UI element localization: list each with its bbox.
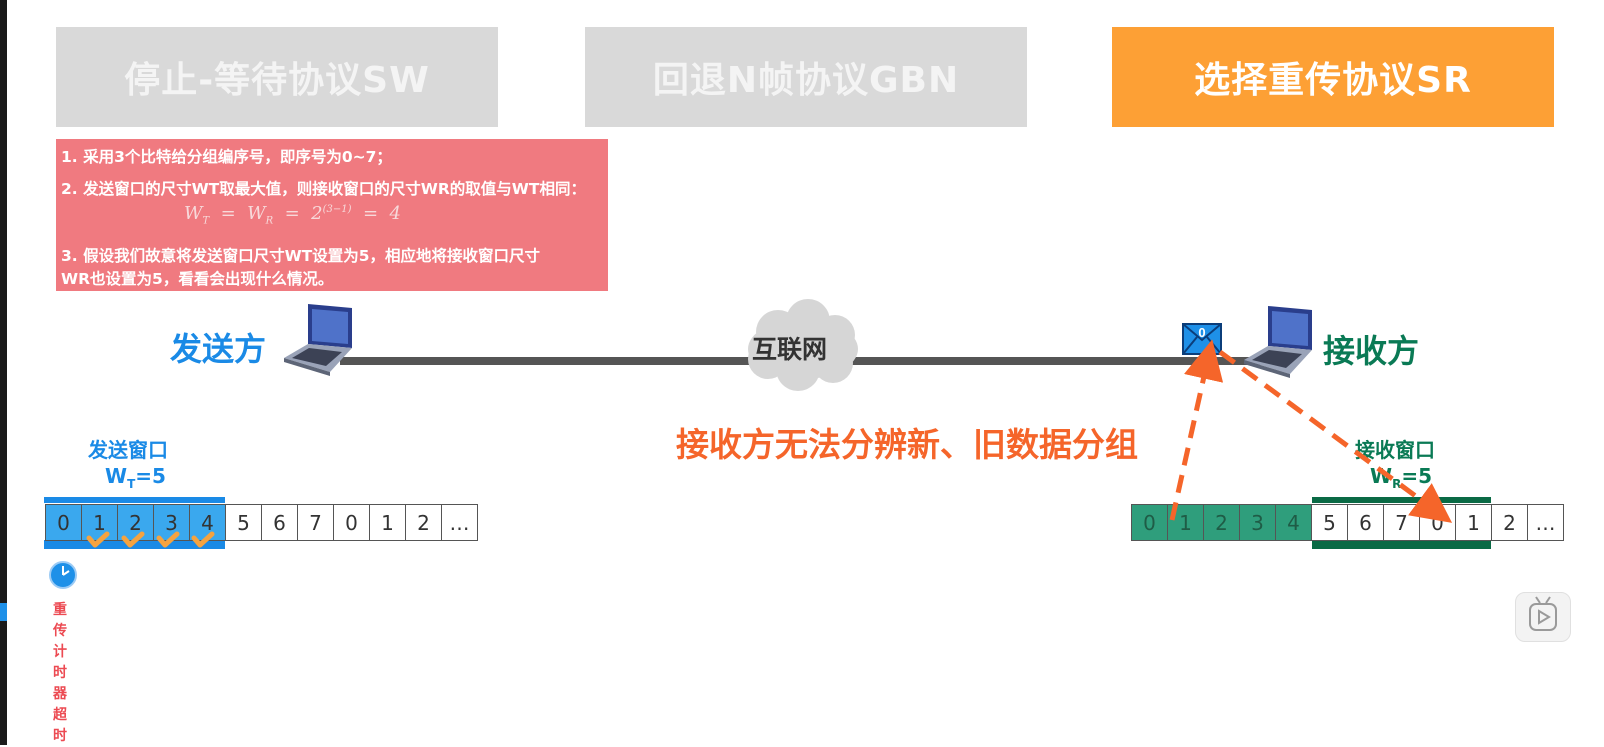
send-window-size: WT=5: [105, 464, 166, 491]
formula-t-sub: T: [202, 215, 210, 227]
data-packet-envelope-icon: 0: [1182, 323, 1222, 355]
notes-box: 1. 采用3个比特给分组编序号，即序号为0~7； 2. 发送窗口的尺寸WT取最大…: [56, 139, 608, 291]
send-window-band-top: [44, 497, 225, 503]
recv-window-title: 接收窗口: [1355, 438, 1435, 462]
recv-window-size: WR=5: [1370, 464, 1432, 491]
formula-wr: W: [247, 203, 266, 224]
formula-r-sub: R: [265, 215, 274, 227]
window-size-formula: WT = WR = 2(3−1) = 4: [184, 203, 401, 227]
packet-seq-label: 0: [1198, 325, 1205, 340]
recv-seq-cell: 1: [1455, 504, 1492, 541]
sender-label: 发送方: [170, 330, 267, 368]
send-seq-cell: 3: [153, 504, 190, 541]
recv-seq-cell: 2: [1203, 504, 1240, 541]
recv-seq-cell: 6: [1347, 504, 1384, 541]
left-edge-strip: [0, 0, 7, 745]
side-tab-marker: [0, 603, 7, 621]
recv-seq-cell: 2: [1491, 504, 1528, 541]
note-line-3b: WR也设置为5，看看会出现什么情况。: [61, 270, 334, 288]
send-window-title: 发送窗口: [88, 438, 168, 462]
send-seq-cell: 6: [261, 504, 298, 541]
send-seq-cell: 2: [405, 504, 442, 541]
formula-exponent: (3−1): [322, 204, 352, 215]
send-seq-cell: 1: [81, 504, 118, 541]
send-size-value: =5: [135, 464, 166, 488]
sender-laptop-icon: [284, 304, 352, 376]
formula-wt: W: [184, 203, 203, 224]
tab-go-back-n[interactable]: 回退N帧协议GBN: [585, 27, 1027, 127]
recv-size-sub: R: [1392, 477, 1402, 491]
receiver-laptop-icon: [1244, 306, 1312, 378]
recv-seq-cell: 7: [1383, 504, 1420, 541]
tab-stop-and-wait[interactable]: 停止-等待协议SW: [56, 27, 498, 127]
send-seq-cell: 5: [225, 504, 262, 541]
internet-label: 互联网: [752, 335, 828, 364]
send-window-band-bottom: [44, 540, 225, 549]
play-icon: [1529, 596, 1557, 631]
recv-seq-cell: 3: [1239, 504, 1276, 541]
tab-selective-repeat[interactable]: 选择重传协议SR: [1112, 27, 1554, 127]
recv-window-band-bottom: [1312, 540, 1491, 549]
recv-seq-cell: 5: [1311, 504, 1348, 541]
send-size-sub: T: [127, 477, 136, 491]
formula-base: 2: [311, 203, 323, 224]
internet-cloud-icon: [748, 299, 858, 391]
recv-seq-cell: …: [1527, 504, 1564, 541]
recv-seq-cell: 0: [1419, 504, 1456, 541]
send-seq-cell: 1: [369, 504, 406, 541]
recv-size-value: =5: [1401, 464, 1432, 488]
recv-seq-cell: 4: [1275, 504, 1312, 541]
send-size-w: W: [105, 464, 128, 488]
timer-clock-icon: [49, 561, 77, 589]
send-seq-cell: …: [441, 504, 478, 541]
arrow-packet-sent-up: [1169, 339, 1224, 521]
send-seq-cell: 7: [297, 504, 334, 541]
timer-timeout-label: 重传计时器超时: [53, 602, 67, 744]
send-seq-cell: 4: [189, 504, 226, 541]
send-seq-cell: 0: [333, 504, 370, 541]
send-seq-cell: 0: [45, 504, 82, 541]
formula-result: 4: [389, 203, 401, 224]
note-line-3a: 3. 假设我们故意将发送窗口尺寸WT设置为5，相应地将接收窗口尺寸: [61, 247, 541, 265]
recv-size-w: W: [1370, 464, 1393, 488]
recv-window-band-top: [1312, 497, 1491, 503]
recv-seq-cell: 1: [1167, 504, 1204, 541]
note-line-2: 2. 发送窗口的尺寸WT取最大值，则接收窗口的尺寸WR的取值与WT相同：: [61, 180, 586, 198]
receiver-label: 接收方: [1323, 332, 1420, 370]
play-button[interactable]: [1515, 592, 1571, 642]
note-line-1: 1. 采用3个比特给分组编序号，即序号为0~7；: [61, 148, 392, 166]
send-seq-cell: 2: [117, 504, 154, 541]
recv-seq-cell: 0: [1131, 504, 1168, 541]
ambiguity-alert: 接收方无法分辨新、旧数据分组: [676, 425, 1138, 464]
